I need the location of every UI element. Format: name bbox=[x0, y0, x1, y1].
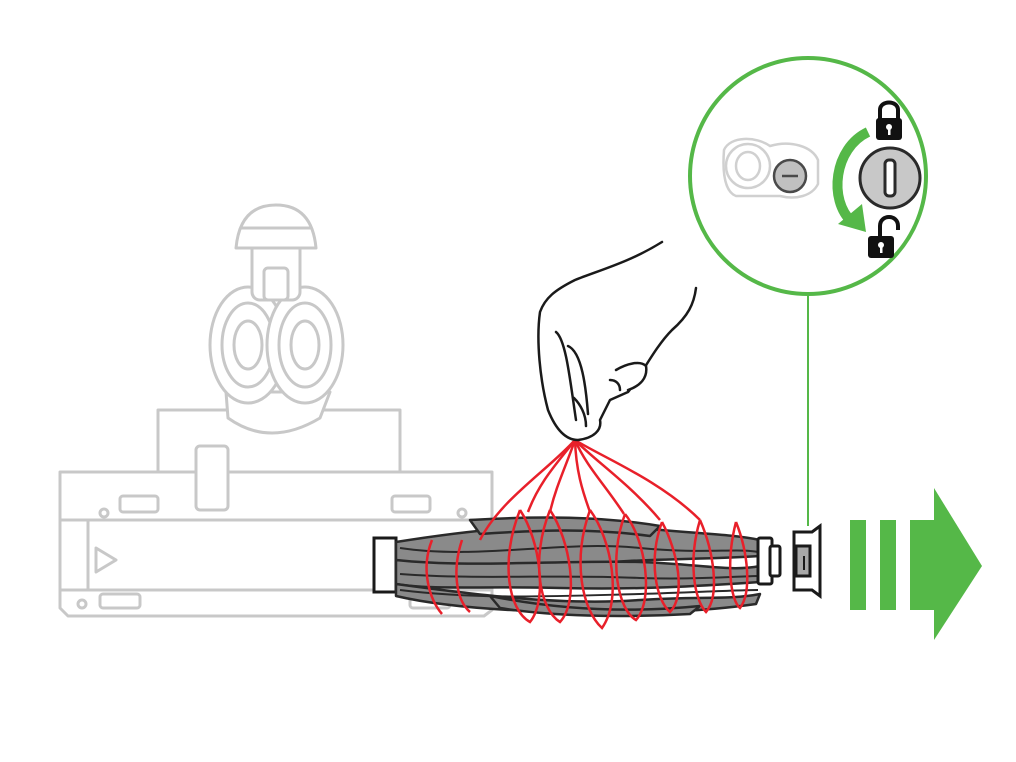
rotate-arrow-icon bbox=[832, 127, 871, 232]
unlock-callout bbox=[688, 56, 928, 296]
slide-right-arrow-icon bbox=[850, 488, 982, 640]
padlock-closed-icon bbox=[876, 100, 902, 140]
tangled-hair bbox=[425, 438, 749, 630]
brush-bar-inner-end bbox=[372, 536, 398, 594]
mini-vacuum-head bbox=[722, 137, 820, 199]
brush-bar-end-cap bbox=[756, 536, 782, 586]
padlock-open-icon bbox=[868, 215, 900, 258]
latch-knob bbox=[858, 146, 922, 210]
hand bbox=[537, 240, 698, 442]
mini-end-cap bbox=[772, 158, 808, 194]
end-cap bbox=[792, 523, 822, 599]
vacuum-cleaner-head bbox=[58, 203, 494, 618]
